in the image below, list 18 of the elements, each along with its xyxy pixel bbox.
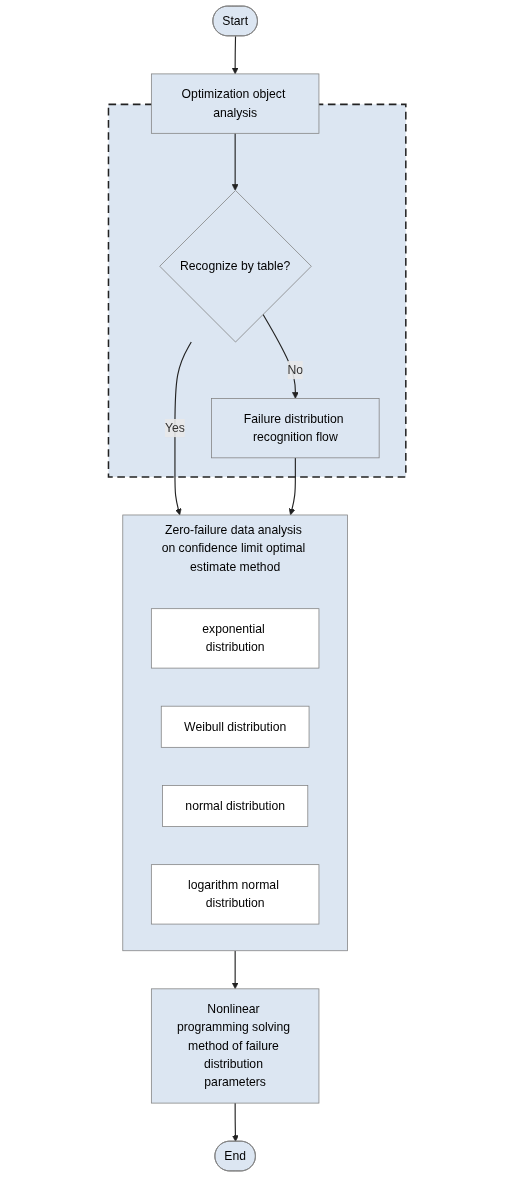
edge-label: Yes — [164, 421, 185, 435]
node-diamond: Recognize by table? — [159, 190, 312, 343]
node-box: exponential distribution — [150, 608, 320, 669]
cluster — [107, 103, 407, 478]
arrow — [288, 457, 296, 516]
node-box: normal distribution — [161, 785, 309, 827]
arrow — [231, 1102, 239, 1142]
node-box: Weibull distribution — [160, 705, 310, 748]
arrow — [174, 341, 192, 516]
node-box: Optimization object analysis — [150, 73, 320, 134]
edge-label: No — [287, 363, 303, 377]
arrow — [231, 35, 239, 75]
arrow — [262, 313, 299, 399]
node-box: logarithm normal distribution — [150, 864, 320, 925]
arrow — [231, 132, 239, 191]
node-box: Failure distribution recognition flow — [211, 398, 380, 459]
node-box: Nonlinear programming solving method of failure distribution parameters — [150, 988, 320, 1104]
arrow — [231, 950, 239, 990]
